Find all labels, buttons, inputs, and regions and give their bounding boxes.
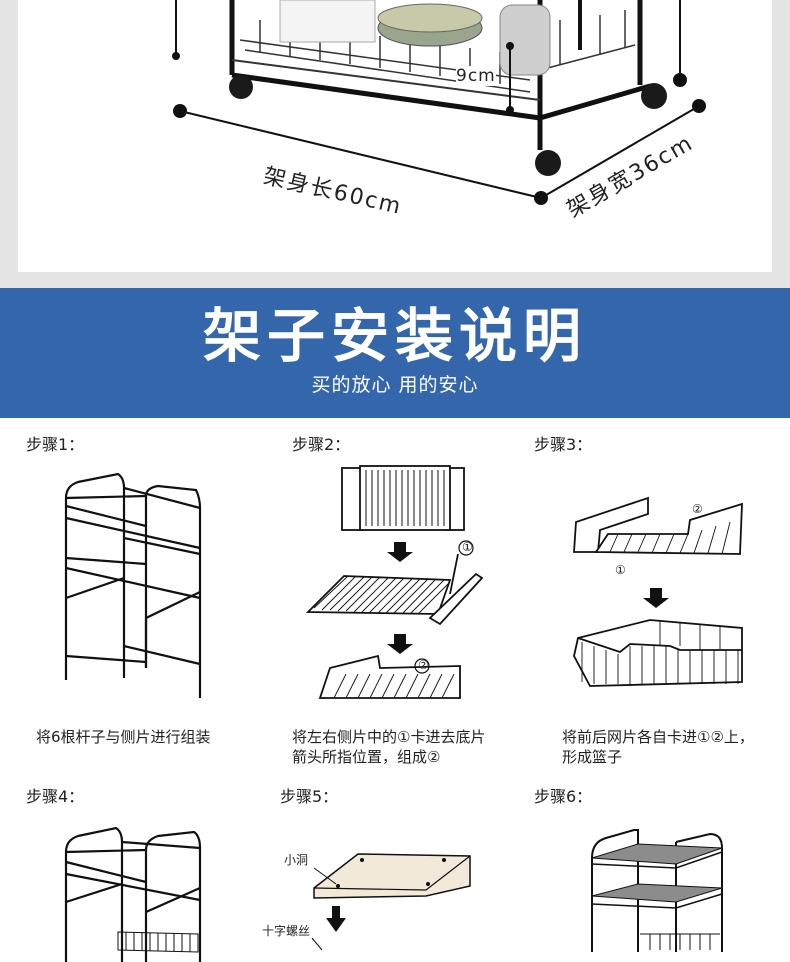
step-4-frame-illustration [64, 826, 202, 962]
step-3-label: 步骤3： [534, 435, 593, 454]
step-2-description-line2: 箭头所指位置，组成② [292, 748, 441, 766]
step-6-shelf-illustration [591, 829, 723, 952]
cart-illustration [172, 0, 706, 205]
step-2-callout-1: ① [462, 540, 473, 554]
step-3-basket-illustration [573, 496, 743, 687]
step-5-label: 步骤5： [280, 787, 339, 806]
step-3-callout-1: ① [615, 563, 626, 577]
step-2-label: 步骤2： [292, 435, 351, 454]
step-1-label: 步骤1： [26, 435, 85, 454]
step-6-label: 步骤6： [534, 787, 593, 806]
screw-label: 十字螺丝 [262, 924, 311, 938]
banner [0, 288, 790, 418]
step-2-callout-2: ② [418, 658, 429, 672]
hole-label: 小洞 [284, 853, 309, 867]
step-2-description-line1: 将左右侧片中的①卡进去底片 [292, 728, 486, 746]
step-5-board-illustration [311, 853, 471, 951]
step-3-description-line2: 形成篮子 [562, 748, 623, 766]
step-3-description-line1: 将前后网片各自卡进①②上， [562, 728, 754, 746]
step-2-parts-illustration [305, 465, 484, 699]
step-4-label: 步骤4： [26, 787, 85, 806]
step-1-frame-illustration [64, 472, 202, 698]
step-3-callout-2: ② [692, 502, 703, 516]
banner-subtitle: 买的放心 用的安心 [311, 374, 479, 396]
step-1-description: 将6根杆子与侧片进行组装 [36, 728, 211, 746]
banner-title: 架子安装说明 [202, 302, 587, 370]
wheel-gap-label: 9cm [456, 66, 496, 86]
